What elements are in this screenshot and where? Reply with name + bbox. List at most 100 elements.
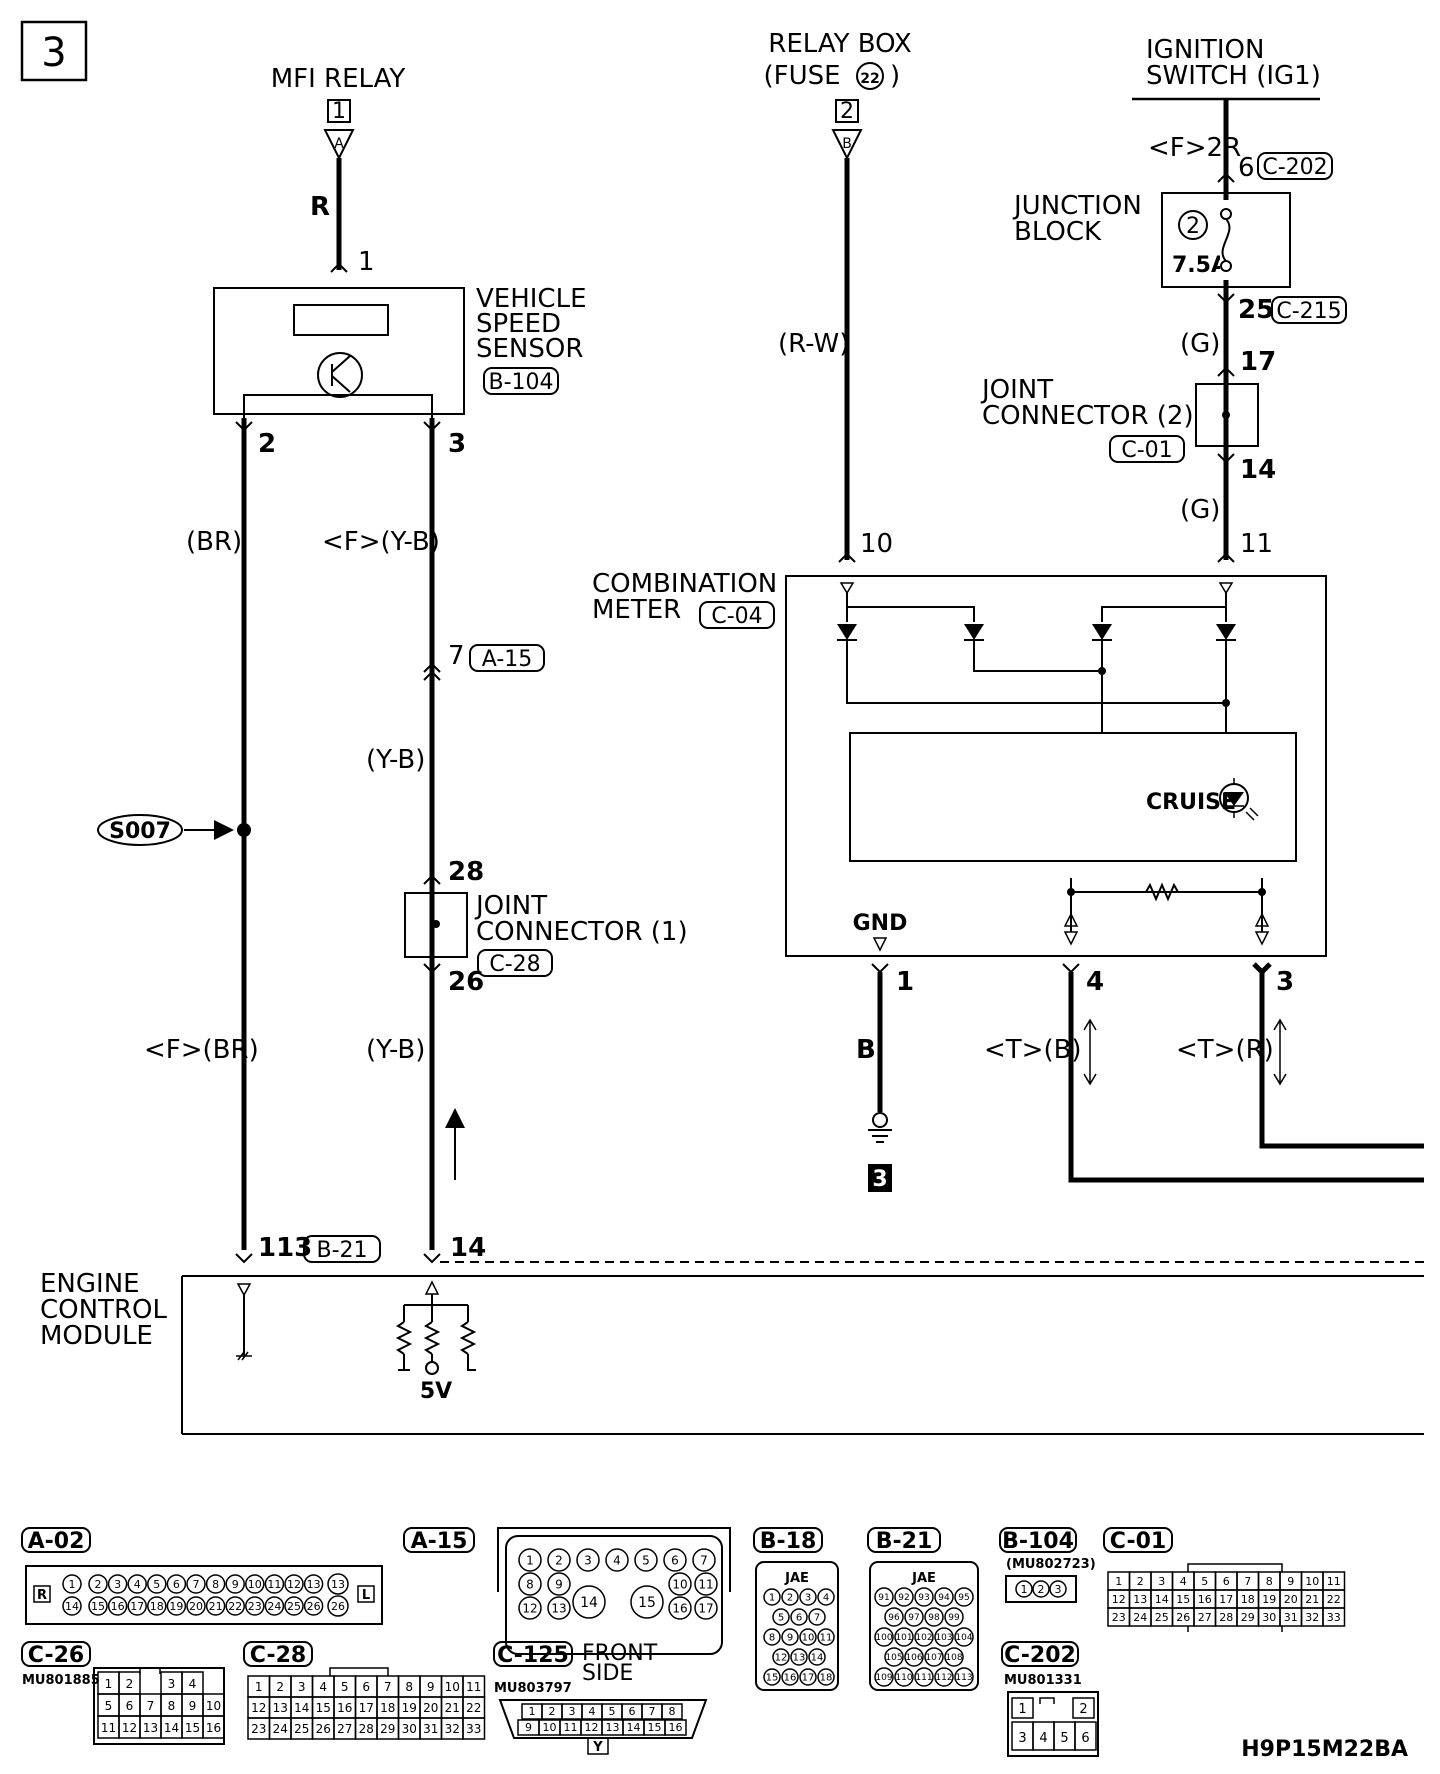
pin-label: 3 xyxy=(298,1680,306,1694)
pin-label: 11 xyxy=(564,1721,578,1734)
pin-cavity xyxy=(894,1627,914,1647)
pin-cavity xyxy=(781,1628,799,1646)
svg-text:2: 2 xyxy=(840,99,854,124)
pin-cavity xyxy=(954,1627,974,1647)
pin-label: 6 xyxy=(1223,1575,1230,1588)
pin-cavity xyxy=(808,1608,826,1626)
pin-label: 4 xyxy=(189,1677,197,1691)
pin-label: 18 xyxy=(1241,1593,1255,1606)
pin-label: 4 xyxy=(823,1593,829,1604)
pin-cavity xyxy=(668,1572,692,1596)
svg-text:BLOCK: BLOCK xyxy=(1014,217,1102,247)
pin-label: 6 xyxy=(173,1578,180,1591)
pin-label: 18 xyxy=(150,1600,164,1613)
pin-cavity xyxy=(284,1574,304,1594)
pin-cavity xyxy=(934,1667,954,1687)
pin-label: 91 xyxy=(878,1593,889,1603)
svg-text:1: 1 xyxy=(332,99,346,124)
pin-label: 94 xyxy=(938,1593,950,1603)
pin-cavity xyxy=(790,1648,808,1666)
pin-label: 26 xyxy=(331,1600,345,1613)
pin-cavity xyxy=(914,1587,934,1607)
pin-cavity xyxy=(1032,1580,1050,1598)
pin-label: 31 xyxy=(423,1722,438,1736)
pin-cavity xyxy=(88,1596,108,1616)
pin-label: 13 xyxy=(331,1578,345,1591)
pin-cavity xyxy=(763,1588,781,1606)
pin-label: 15 xyxy=(1176,1593,1190,1606)
svg-text:(R-W): (R-W) xyxy=(778,329,849,359)
pin-label: 20 xyxy=(1284,1593,1298,1606)
pin-label: 96 xyxy=(888,1613,900,1623)
svg-text:B-104: B-104 xyxy=(488,370,553,395)
pin-label: 11 xyxy=(820,1633,833,1644)
svg-text:C-01: C-01 xyxy=(1121,438,1172,463)
pin-label: 33 xyxy=(1327,1611,1341,1624)
pin-label: 16 xyxy=(206,1721,221,1735)
pin-label: 10 xyxy=(802,1633,815,1644)
pin-cavity xyxy=(944,1647,964,1667)
svg-text:B: B xyxy=(842,136,852,152)
pin-label: 2 xyxy=(787,1593,793,1604)
pin-cavity xyxy=(874,1667,894,1687)
pin-label: 1 xyxy=(1018,1702,1026,1717)
pin-cavity xyxy=(186,1596,206,1616)
pin-label: 3 xyxy=(168,1677,176,1691)
pin-cavity xyxy=(205,1574,226,1594)
pin-label: 15 xyxy=(648,1721,662,1734)
pin-label: 4 xyxy=(134,1578,141,1591)
pin-label: 7 xyxy=(147,1699,155,1713)
svg-text:MU801331: MU801331 xyxy=(1004,1673,1082,1688)
pin-cavity xyxy=(547,1596,571,1620)
pin-label: 6 xyxy=(362,1680,370,1694)
pin-label: 16 xyxy=(672,1601,687,1615)
joint-connector-2: 17 14 JOINT CONNECTOR (2) C-01 (G) 11 xyxy=(980,347,1276,563)
pin-cavity xyxy=(127,1574,147,1594)
pin-label: 3 xyxy=(1158,1575,1165,1588)
pin-cavity xyxy=(303,1596,324,1616)
svg-text:28: 28 xyxy=(448,857,484,887)
svg-text:CONNECTOR (2): CONNECTOR (2) xyxy=(982,401,1194,431)
pin-label: 13 xyxy=(793,1653,806,1664)
svg-text:14: 14 xyxy=(1240,455,1276,485)
pin-label: 14 xyxy=(65,1600,79,1613)
pin-label: 16 xyxy=(669,1721,683,1734)
pin-label: 6 xyxy=(796,1613,802,1624)
pin-label: 10 xyxy=(543,1721,557,1734)
pin-cavity xyxy=(547,1572,571,1596)
pin-cavity xyxy=(692,1548,716,1572)
pin-label: 20 xyxy=(189,1600,203,1613)
svg-text:CRUISE: CRUISE xyxy=(1146,790,1236,815)
pin-label: 12 xyxy=(122,1721,137,1735)
svg-text:(G): (G) xyxy=(1180,495,1220,525)
pin-label: 113 xyxy=(955,1673,972,1683)
pin-label: 9 xyxy=(232,1578,239,1591)
pin-cavity xyxy=(147,1574,167,1594)
pin-label: 1 xyxy=(526,1553,534,1567)
svg-text:6: 6 xyxy=(1238,153,1255,183)
pin-cavity xyxy=(668,1596,692,1620)
pin-label: 107 xyxy=(925,1653,942,1663)
pin-cavity xyxy=(894,1587,914,1607)
pin-label: 5 xyxy=(153,1578,160,1591)
pin-label: 18 xyxy=(820,1673,833,1684)
pin-label: 26 xyxy=(316,1722,331,1736)
svg-text:7.5A: 7.5A xyxy=(1172,253,1228,278)
svg-text:R: R xyxy=(37,1588,47,1603)
svg-text:MFI RELAY: MFI RELAY xyxy=(271,64,406,94)
pin-label: 21 xyxy=(445,1701,460,1715)
pin-label: 16 xyxy=(1198,1593,1212,1606)
svg-text:SWITCH (IG1): SWITCH (IG1) xyxy=(1146,61,1321,91)
pin-label: 10 xyxy=(248,1578,262,1591)
junction-block: JUNCTION BLOCK 2 7.5A 25 C-215 (G) xyxy=(1012,191,1347,359)
pin-label: 9 xyxy=(555,1577,563,1591)
pin-label: 12 xyxy=(585,1721,599,1734)
svg-text:4: 4 xyxy=(1086,967,1104,997)
pin-label: 22 xyxy=(228,1600,242,1613)
pin-label: 1 xyxy=(1115,1575,1122,1588)
